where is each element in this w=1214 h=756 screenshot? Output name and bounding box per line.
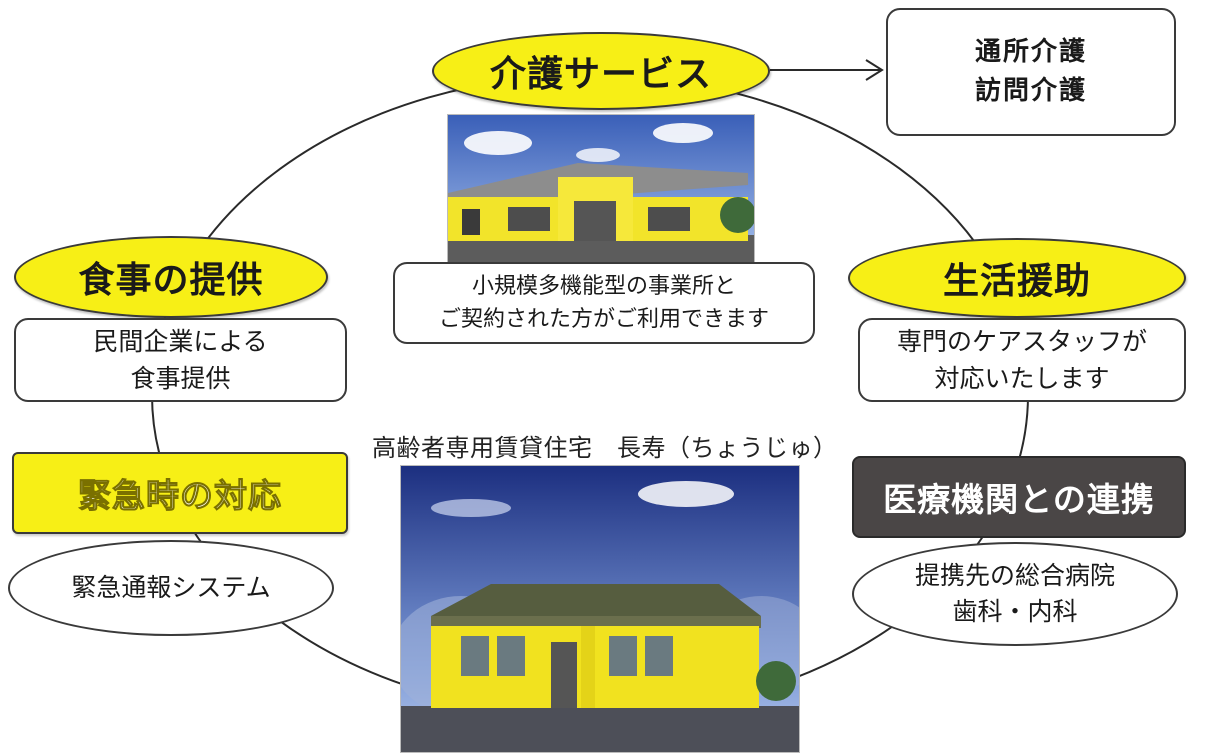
life-detail-line2: 対応いたします — [934, 364, 1110, 393]
meal-detail-line2: 食事提供 — [130, 364, 231, 393]
main-caption: 高齢者専用賃貸住宅 長寿（ちょうじゅ） — [372, 434, 838, 462]
facility-photo — [447, 114, 755, 264]
emergency-detail-oval: 緊急通報システム — [8, 540, 334, 636]
care-types-line2: 訪問介護 — [974, 76, 1087, 106]
life-support-oval: 生活援助 — [848, 238, 1186, 318]
life-support-label: 生活援助 — [942, 261, 1091, 302]
medical-box: 医療機関との連携 — [852, 456, 1186, 538]
meal-label: 食事の提供 — [78, 260, 264, 301]
medical-detail-line1: 提携先の総合病院 — [914, 560, 1115, 590]
meal-detail-line1: 民間企業による — [93, 326, 268, 356]
arrow-head — [865, 59, 884, 81]
care-service-label: 介護サービス — [489, 54, 712, 95]
emergency-box: 緊急時の対応 — [12, 452, 348, 534]
life-detail-line1: 専門のケアスタッフが — [896, 326, 1147, 356]
care-types-box: 通所介護 訪問介護 — [886, 8, 1176, 136]
care-service-oval: 介護サービス — [432, 32, 770, 110]
facility-note-line2: ご契約された方がご利用できます — [438, 307, 769, 332]
facility-note-line1: 小規模多機能型の事業所と — [471, 274, 736, 299]
medical-detail-oval: 提携先の総合病院 歯科・内科 — [852, 542, 1178, 646]
meal-detail-box: 民間企業による 食事提供 — [14, 318, 347, 402]
emergency-label: 緊急時の対応 — [78, 476, 282, 516]
life-detail-box: 専門のケアスタッフが 対応いたします — [858, 318, 1186, 402]
facility-note-box: 小規模多機能型の事業所と ご契約された方がご利用できます — [393, 262, 815, 344]
medical-label: 医療機関との連携 — [883, 480, 1155, 519]
housing-photo — [400, 465, 800, 753]
medical-detail-line2: 歯科・内科 — [952, 597, 1078, 626]
emergency-detail-label: 緊急通報システム — [71, 572, 271, 602]
meal-oval: 食事の提供 — [14, 236, 328, 318]
care-types-line1: 通所介護 — [974, 37, 1087, 67]
